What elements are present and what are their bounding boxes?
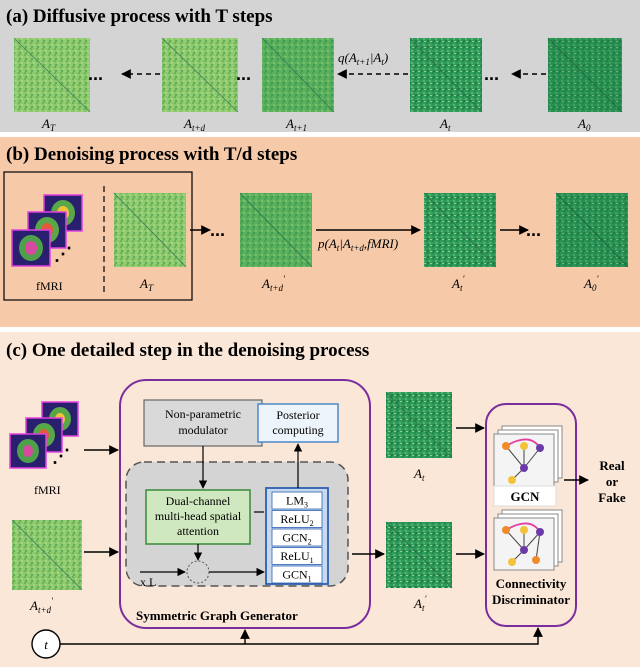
matrix-a-t — [409, 37, 483, 113]
panel-c-title: (c) One detailed step in the denoising p… — [6, 340, 369, 361]
layer-label-0: LM3 — [286, 494, 308, 510]
label-a-0: A0 — [577, 116, 591, 133]
fmri-stack-b: ⋰ — [11, 194, 83, 267]
layer-label-4: GCN1 — [282, 568, 311, 584]
matrix-b-t+d — [239, 192, 313, 268]
gcn-label: GCN — [511, 489, 541, 504]
modulator-line2: modulator — [178, 423, 227, 437]
discriminator-box — [485, 403, 577, 627]
ellipsis-a1: ... — [88, 64, 103, 84]
layer-box-2 — [271, 528, 323, 547]
panel-b-background — [0, 137, 640, 327]
modulator-line1: Non-parametric — [165, 407, 241, 421]
gcn-label-box — [493, 485, 557, 507]
matrix-b-0 — [555, 192, 629, 268]
svg-text:⋰: ⋰ — [52, 446, 70, 466]
modulator-box — [143, 399, 263, 447]
matrix-b-t — [423, 192, 497, 268]
output-line1: Real — [599, 458, 625, 473]
repeat-label: x L — [140, 575, 156, 589]
matrix-a-0 — [547, 37, 623, 113]
layer-label-2: GCN2 — [282, 531, 311, 547]
generator-box — [119, 379, 371, 629]
matrix-a-t+1 — [261, 37, 335, 113]
attention-line2: multi-head spatial — [155, 509, 242, 523]
label-a-t: At — [439, 116, 451, 133]
timestep-label: t — [44, 637, 48, 652]
arrow-t-to-discriminator — [60, 627, 543, 645]
generator-label: Symmetric Graph Generator — [136, 608, 298, 623]
label-b-t: At' — [451, 274, 465, 293]
graph-card-bottom — [493, 509, 563, 571]
layer-label-1: ReLU2 — [280, 512, 313, 528]
label-a-t+1: At+1 — [285, 116, 307, 133]
matrix-c-t+d — [11, 519, 83, 591]
discriminator-line2: Discriminator — [492, 592, 570, 607]
label-b-t+d: At+d' — [261, 274, 286, 293]
layer-box-0 — [271, 491, 323, 510]
layer-box-3 — [271, 547, 323, 565]
layer-box-4 — [271, 565, 323, 584]
label-c-t+d: At+d' — [29, 596, 54, 615]
matrix-a-T — [13, 37, 91, 113]
panel-a-title: (a) Diffusive process with T steps — [6, 6, 273, 27]
aggregation-node — [186, 560, 210, 584]
posterior-line1: Posterior — [276, 408, 319, 422]
fmri-label-c: fMRI — [34, 483, 61, 497]
svg-text:⋰: ⋰ — [54, 244, 72, 264]
layer-label-3: ReLU1 — [280, 549, 313, 565]
posterior-line2: computing — [272, 423, 323, 437]
label-c-t-prime: At' — [413, 594, 427, 613]
transition-p: p(At|At+d,fMRI) — [317, 236, 398, 253]
fmri-label-b: fMRI — [36, 279, 63, 293]
matrix-a-t+d — [161, 37, 239, 113]
matrix-c-t-prime — [385, 521, 453, 589]
layer-box-1 — [271, 510, 323, 528]
graph-card-top — [493, 425, 563, 487]
matrix-c-t — [385, 391, 453, 459]
label-a-t+d: At+d — [183, 116, 206, 133]
output-line2: or — [606, 474, 619, 489]
label-b-T: AT — [139, 276, 154, 293]
ellipsis-b2: ... — [526, 220, 541, 240]
output-line3: Fake — [598, 490, 626, 505]
discriminator-line1: Connectivity — [496, 576, 567, 591]
fmri-stack-c: ⋰ — [9, 401, 79, 469]
matrix-b-T — [113, 192, 187, 268]
label-a-T: AT — [41, 116, 56, 133]
ellipsis-a3: ... — [484, 64, 499, 84]
attention-line3: attention — [177, 524, 219, 538]
posterior-box — [257, 403, 339, 443]
label-b-0: A0' — [583, 274, 599, 293]
transition-q: q(At+1|At) — [338, 50, 388, 67]
ellipsis-b1: ... — [210, 220, 225, 240]
fmri-input-box — [3, 171, 193, 301]
panel-b-title: (b) Denoising process with T/d steps — [6, 144, 297, 165]
attention-line1: Dual-channel — [166, 494, 231, 508]
ellipsis-a2: ... — [236, 64, 251, 84]
label-c-t: At — [413, 466, 425, 483]
